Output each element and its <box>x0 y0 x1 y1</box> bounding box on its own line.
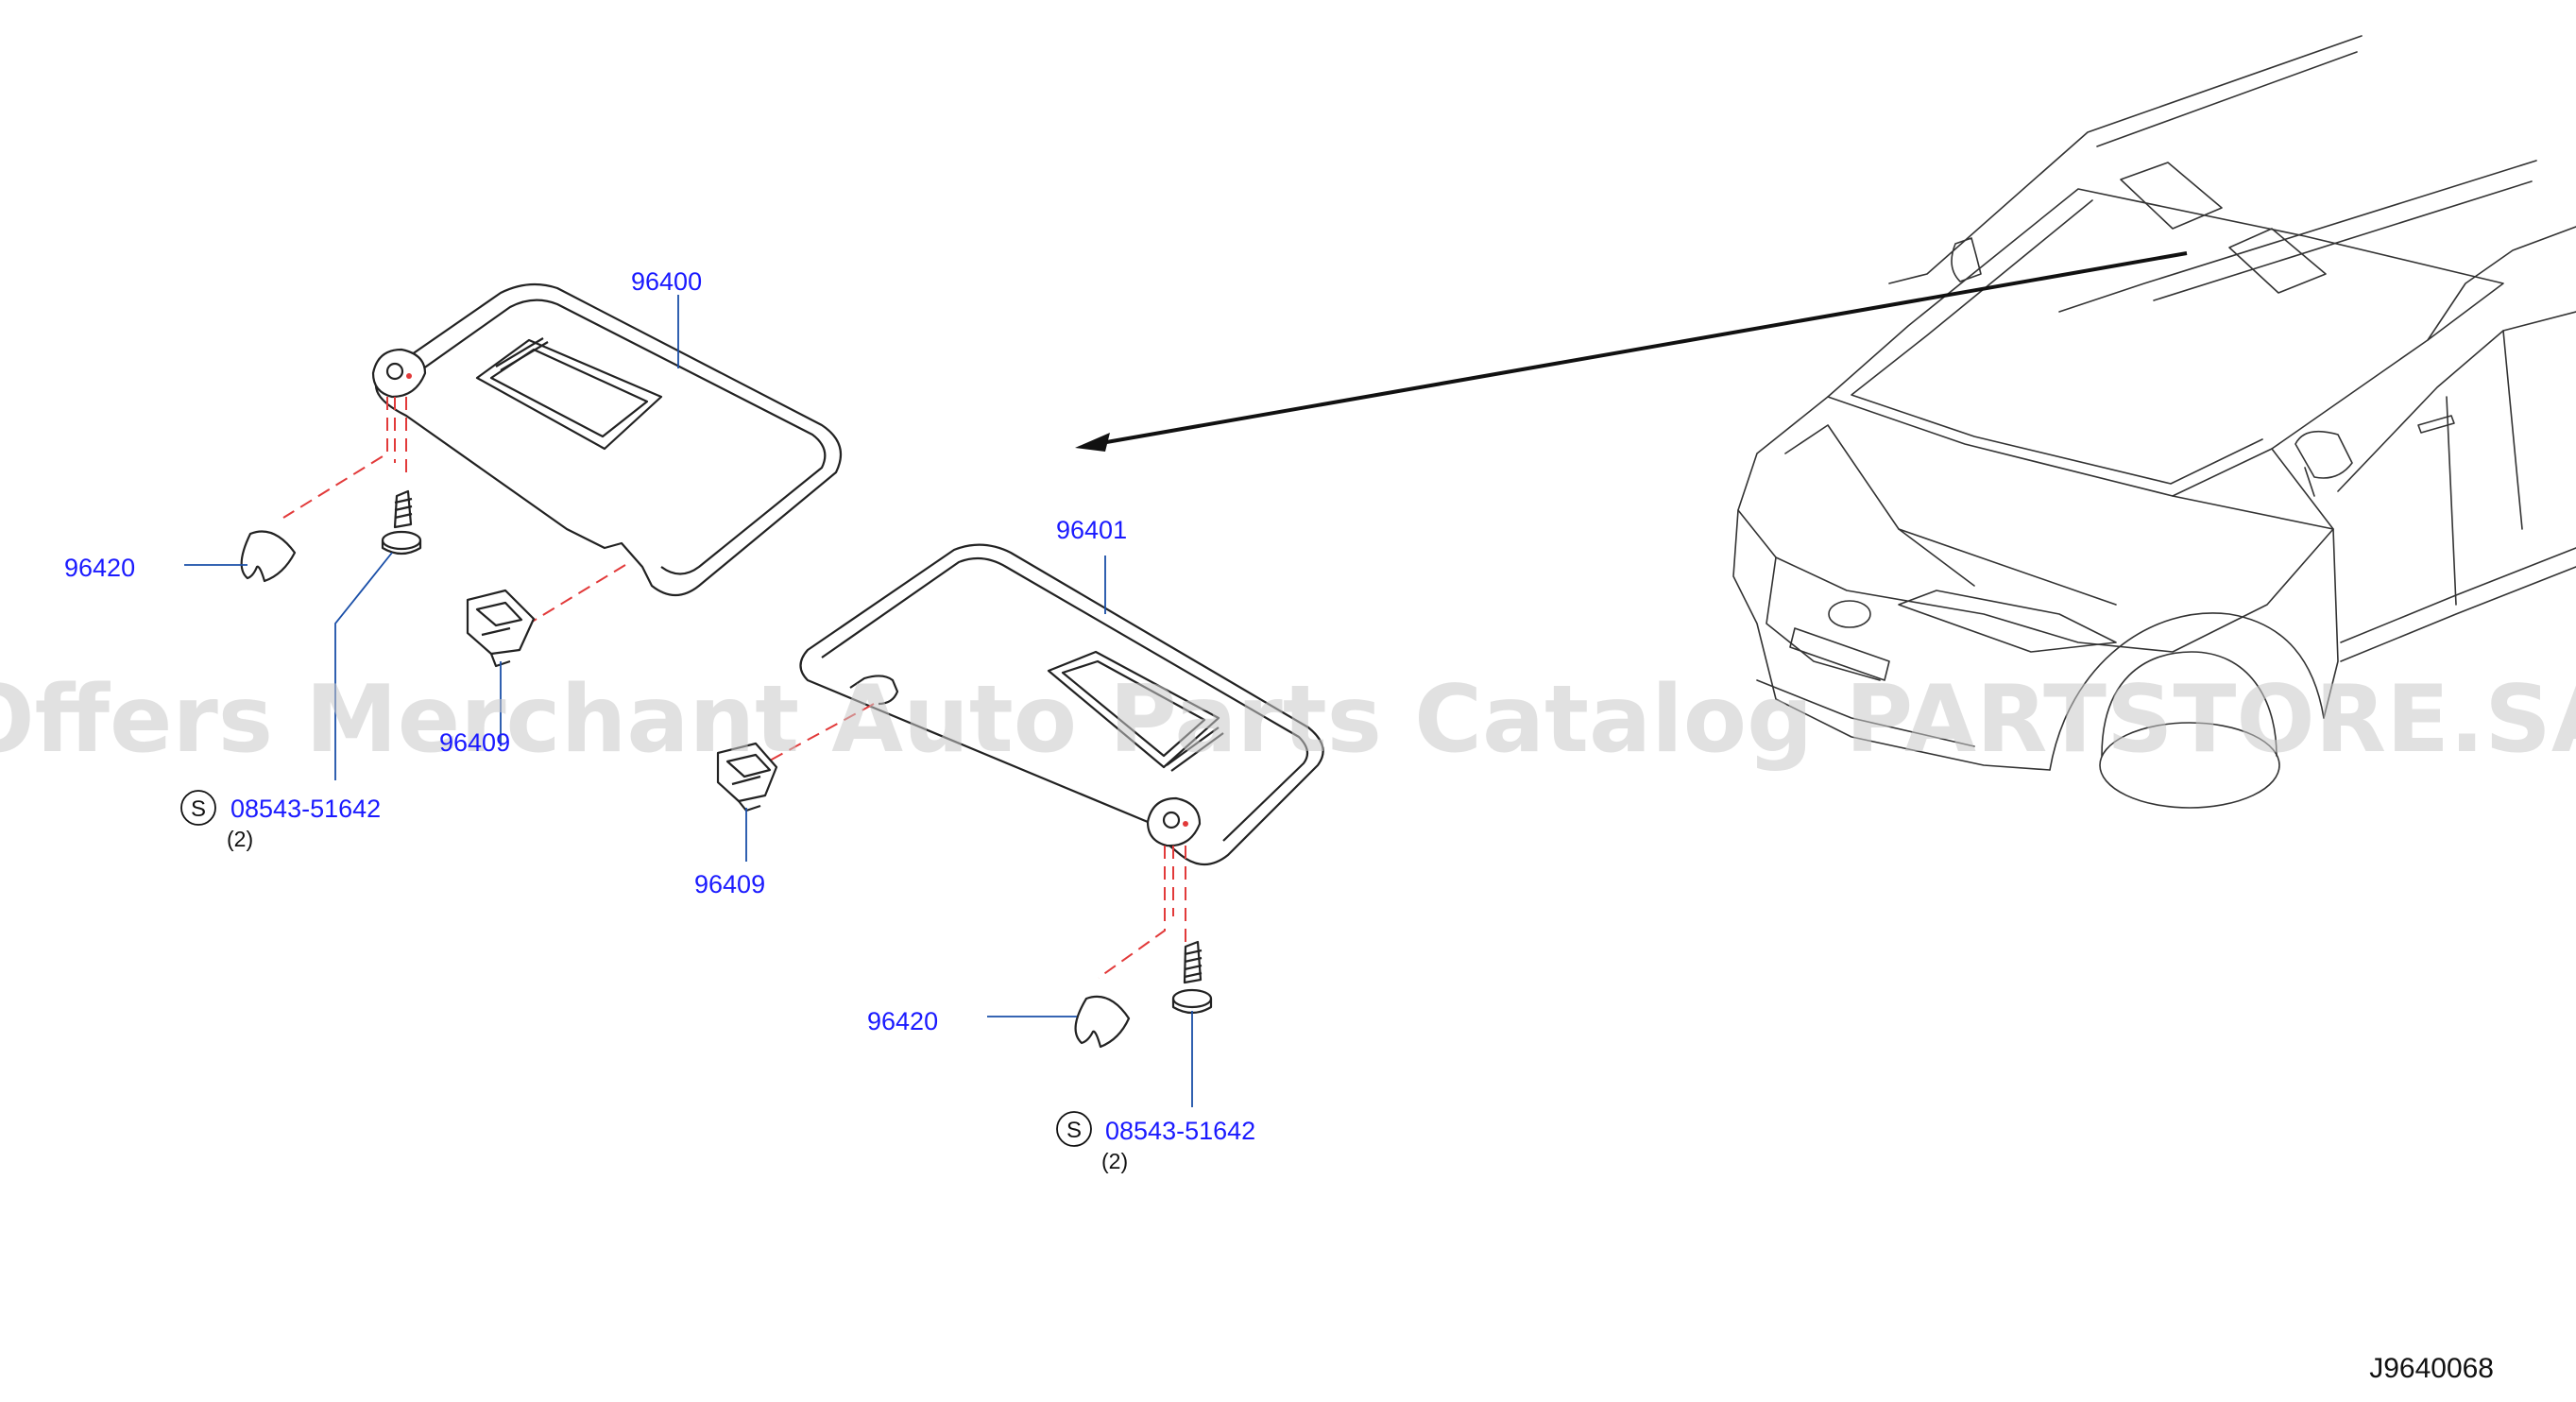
part-number-holder-right[interactable]: 96409 <box>694 870 765 898</box>
screw-qty-right: (2) <box>1101 1149 1128 1173</box>
screw-right <box>1171 940 1213 1015</box>
screw-callout-right[interactable]: S 08543-51642 (2) <box>1056 1111 1255 1173</box>
clip-cover-right <box>1074 995 1131 1049</box>
part-number-visor-right[interactable]: 96401 <box>1056 516 1127 544</box>
car-illustration <box>1732 35 2576 809</box>
visor-holder-left <box>466 589 536 668</box>
left-assembly-guides <box>282 397 626 624</box>
sun-visor-left <box>371 282 843 597</box>
drawing-code: J9640068 <box>2369 1353 2494 1384</box>
clip-cover-left <box>240 530 297 583</box>
leader-lines <box>184 295 1193 1107</box>
screw-symbol-icon <box>1056 1111 1092 1147</box>
screw-callout-left[interactable]: S 08543-51642 (2) <box>180 790 381 851</box>
screw-symbol-left: S <box>191 796 206 822</box>
screw-symbol-icon <box>180 790 216 826</box>
right-assembly-guides <box>769 703 1186 979</box>
screw-symbol-right: S <box>1066 1118 1082 1143</box>
part-number-clip-cover-left[interactable]: 96420 <box>64 554 135 582</box>
part-number-clip-cover-right[interactable]: 96420 <box>867 1007 938 1035</box>
screw-part-number-left[interactable]: 08543-51642 <box>230 795 381 823</box>
screw-qty-left: (2) <box>227 827 253 851</box>
part-number-holder-left[interactable]: 96409 <box>439 728 510 757</box>
screw-part-number-right[interactable]: 08543-51642 <box>1105 1117 1255 1145</box>
screw-left <box>381 489 422 556</box>
location-arrow <box>1075 251 2188 452</box>
sun-visor-right <box>799 543 1324 866</box>
visor-holder-right <box>716 742 778 812</box>
part-number-visor-left[interactable]: 96400 <box>631 267 702 296</box>
watermark: Offers Merchant Auto Parts Catalog PARTS… <box>0 666 2576 774</box>
